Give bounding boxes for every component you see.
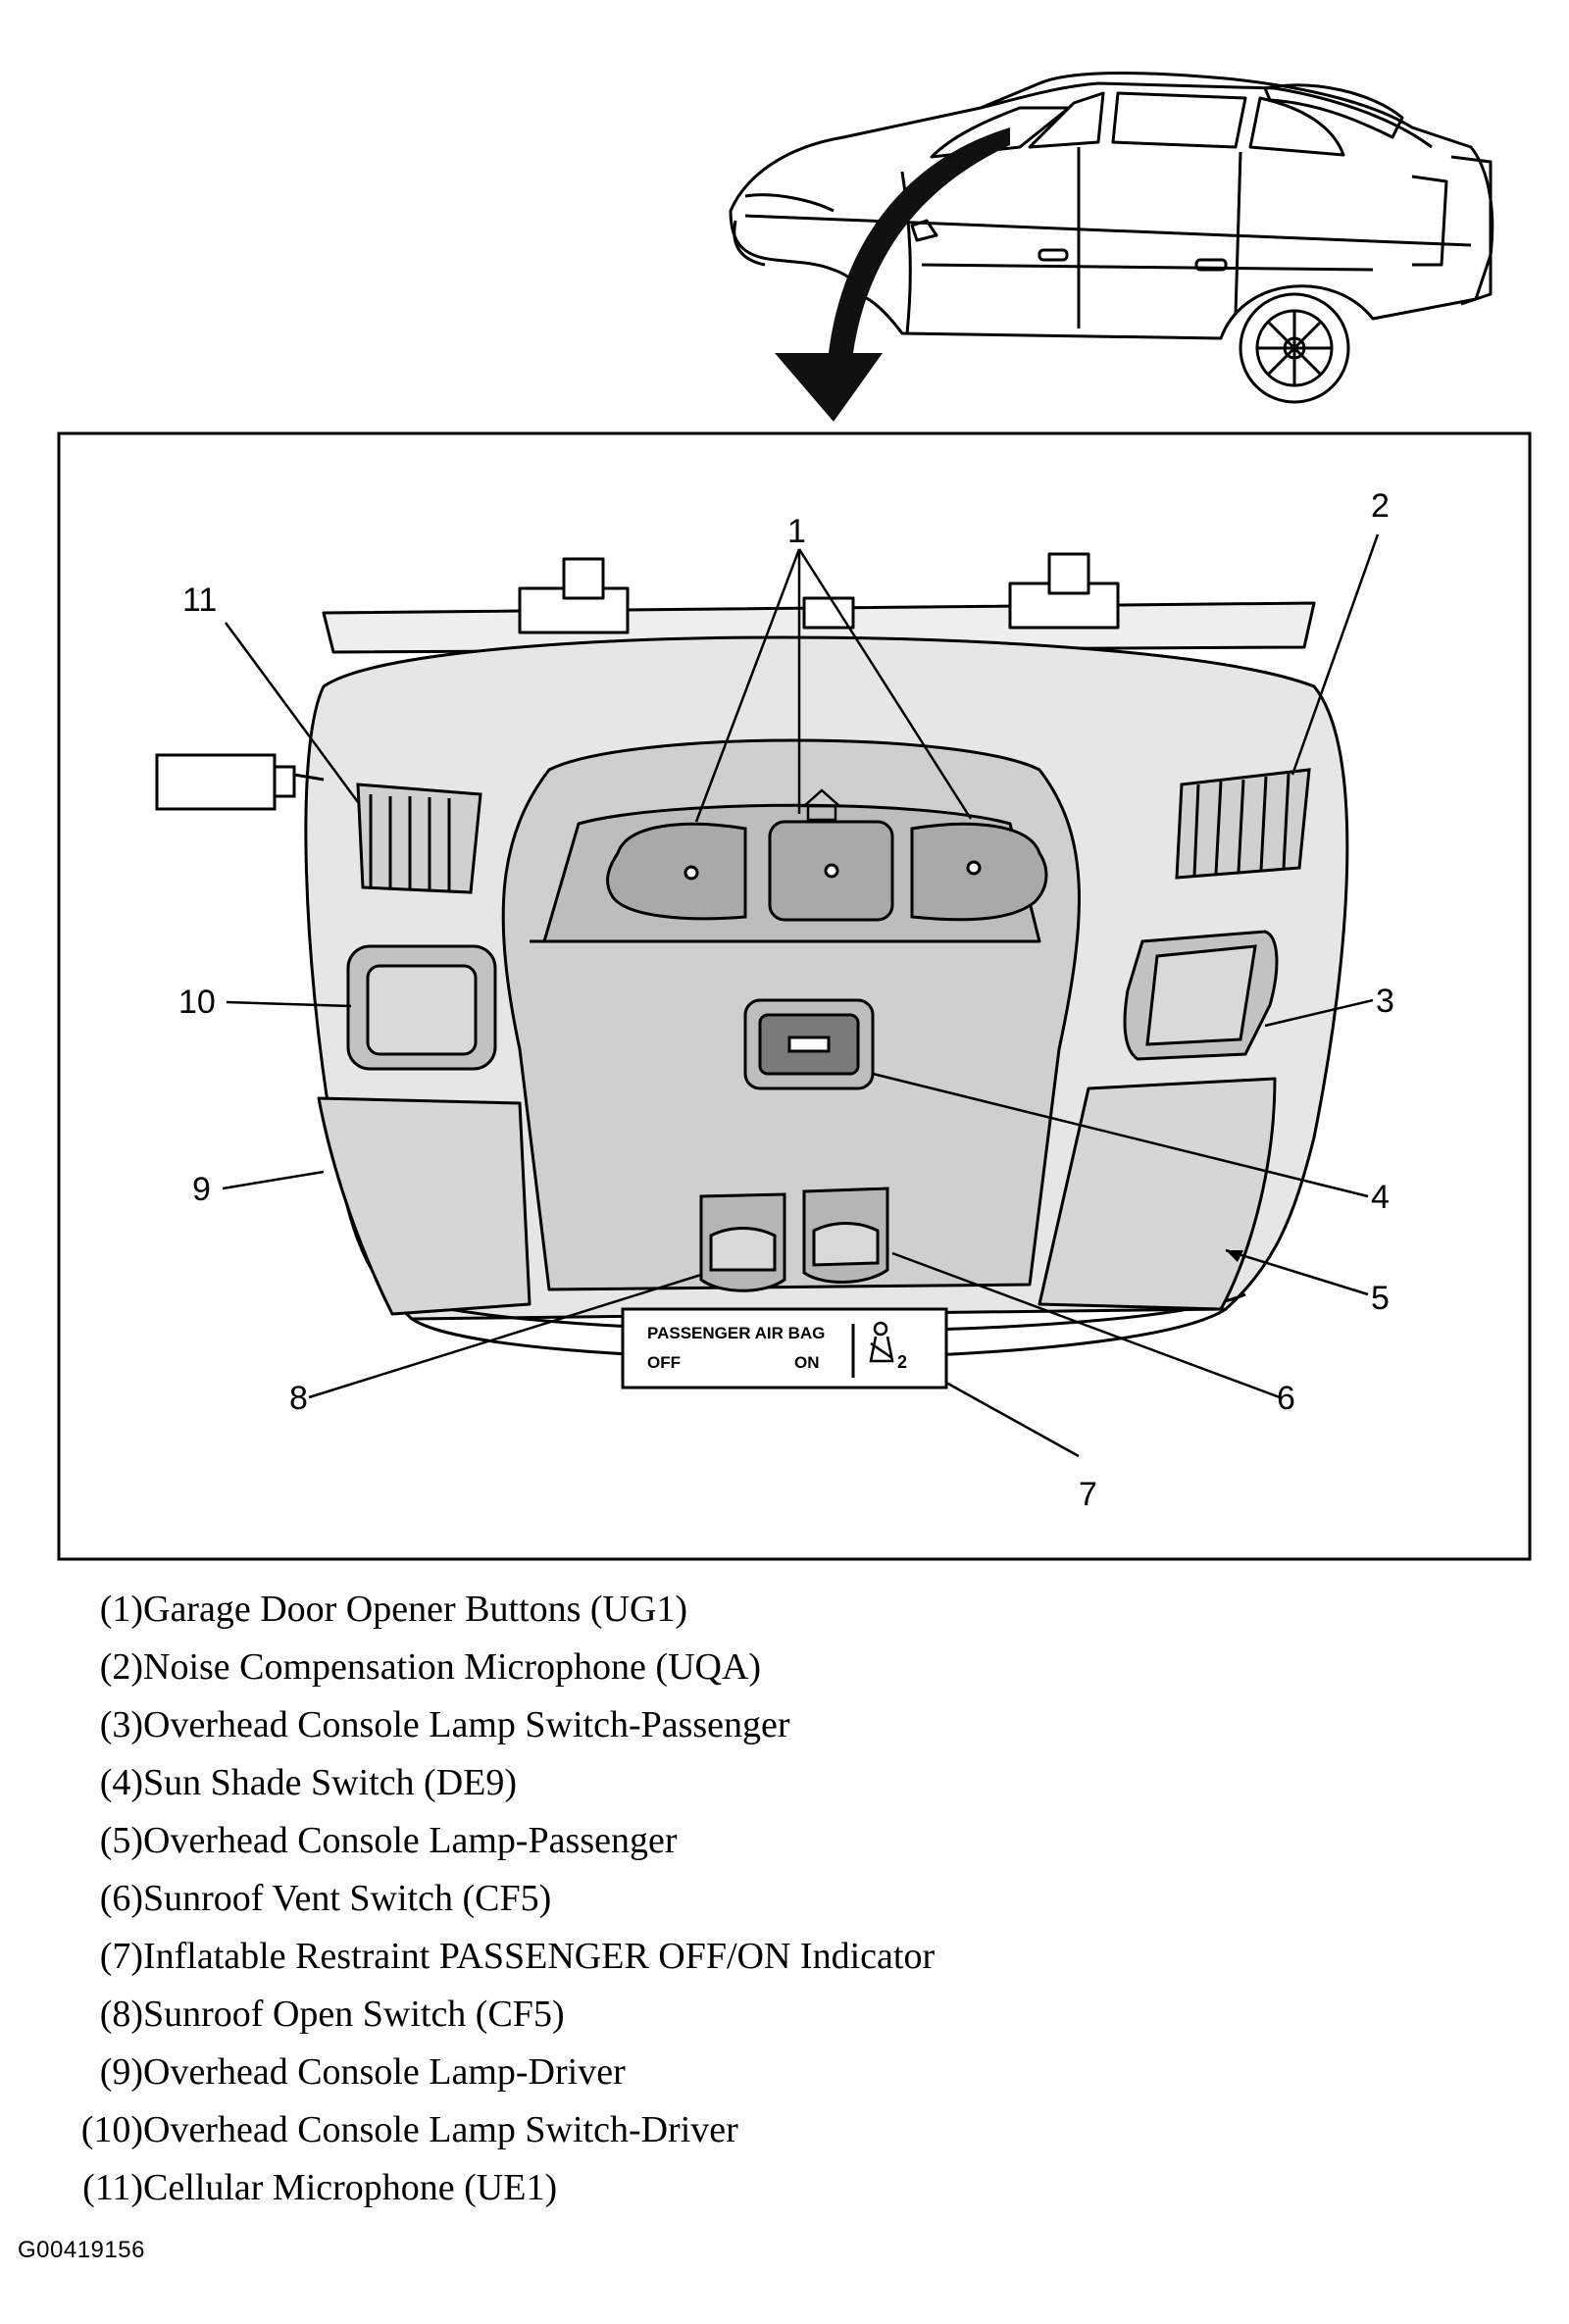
legend-item: (6)Sunroof Vent Switch (CF5) (59, 1870, 1236, 1928)
callout-8: 8 (289, 1380, 308, 1417)
cellular-microphone (356, 783, 482, 894)
leader-arrowheads (1226, 1250, 1243, 1262)
garage-door-buttons (606, 820, 1048, 922)
garage-button-left[interactable] (606, 822, 747, 921)
diagram-frame (57, 431, 1532, 1561)
legend-item: (10)Overhead Console Lamp Switch-Driver (59, 2101, 1236, 2159)
sun-shade-switch[interactable] (743, 998, 875, 1090)
legend-num: (5) (99, 1820, 143, 1861)
callout-6: 6 (1277, 1380, 1295, 1417)
legend-num: (3) (99, 1704, 143, 1745)
legend-text: Sunroof Open Switch (CF5) (143, 1994, 565, 2035)
legend-num: (10) (80, 2109, 143, 2150)
legend-num: (7) (99, 1936, 143, 1977)
callout-5: 5 (1371, 1280, 1390, 1317)
legend-num: (2) (99, 1646, 143, 1688)
airbag-label-on: ON (794, 1353, 820, 1372)
airbag-seat-number: 2 (897, 1352, 907, 1372)
legend-text: Overhead Console Lamp-Driver (143, 2051, 626, 2093)
wire-connector (155, 753, 325, 811)
legend-num: (8) (99, 1994, 143, 2035)
legend-item: (11)Cellular Microphone (UE1) (59, 2159, 1236, 2217)
airbag-label-off: OFF (647, 1353, 681, 1372)
callout-4: 4 (1371, 1179, 1390, 1216)
callout-9: 9 (192, 1171, 211, 1208)
legend-item: (9)Overhead Console Lamp-Driver (59, 2044, 1236, 2101)
legend-item: (4)Sun Shade Switch (DE9) (59, 1754, 1236, 1812)
callout-11: 11 (182, 581, 217, 619)
sunroof-vent-switch[interactable] (802, 1187, 889, 1284)
arrow-down-icon (775, 127, 1010, 422)
legend-item: (1)Garage Door Opener Buttons (UG1) (59, 1581, 1236, 1639)
legend-text: Cellular Microphone (UE1) (143, 2167, 558, 2208)
legend-item: (5)Overhead Console Lamp-Passenger (59, 1812, 1236, 1870)
legend-text: Sun Shade Switch (DE9) (143, 1762, 518, 1803)
legend-item: (2)Noise Compensation Microphone (UQA) (59, 1639, 1236, 1696)
garage-door-icon (800, 788, 843, 822)
legend-text: Overhead Console Lamp Switch-Driver (143, 2109, 738, 2150)
legend-text: Noise Compensation Microphone (UQA) (143, 1646, 762, 1688)
legend-item: (7)Inflatable Restraint PASSENGER OFF/ON… (59, 1928, 1236, 1986)
noise-compensation-microphone (1175, 768, 1311, 880)
callout-2: 2 (1371, 487, 1390, 525)
callout-7: 7 (1079, 1476, 1097, 1513)
legend-item: (3)Overhead Console Lamp Switch-Passenge… (59, 1696, 1236, 1754)
legend-num: (4) (99, 1762, 143, 1803)
legend-num: (11) (82, 2167, 143, 2208)
legend-text: Garage Door Opener Buttons (UG1) (143, 1589, 688, 1630)
legend-num: (1) (99, 1589, 143, 1630)
leader-lines (222, 533, 1380, 1458)
legend-text: Inflatable Restraint PASSENGER OFF/ON In… (143, 1936, 936, 1977)
lamp-switch-driver[interactable] (346, 944, 497, 1071)
callout-10: 10 (178, 984, 216, 1021)
legend-num: (9) (99, 2051, 143, 2093)
figure-id: G00419156 (18, 2237, 145, 2263)
legend-item: (8)Sunroof Open Switch (CF5) (59, 1986, 1236, 2044)
seatbelt-person-icon (869, 1321, 894, 1363)
airbag-label-line1: PASSENGER AIR BAG (647, 1324, 825, 1342)
legend-text: Sunroof Vent Switch (CF5) (143, 1878, 552, 1919)
legend-text: Overhead Console Lamp Switch-Passenger (143, 1704, 790, 1745)
legend-num: (6) (99, 1878, 143, 1919)
lamp-switch-passenger[interactable] (1123, 930, 1279, 1061)
legend-text: Overhead Console Lamp-Passenger (143, 1820, 678, 1861)
legend: (1)Garage Door Opener Buttons (UG1) (2)N… (59, 1581, 1236, 2217)
airbag-indicator: PASSENGER AIR BAG OFF ON 2 (621, 1307, 948, 1389)
sunroof-open-switch[interactable] (699, 1192, 786, 1292)
callout-1: 1 (787, 513, 806, 550)
sunshade-icon (787, 1036, 831, 1053)
illustration: PASSENGER AIR BAG OFF ON 2 1 2 3 4 5 (57, 72, 1532, 1561)
callout-3: 3 (1376, 983, 1394, 1020)
